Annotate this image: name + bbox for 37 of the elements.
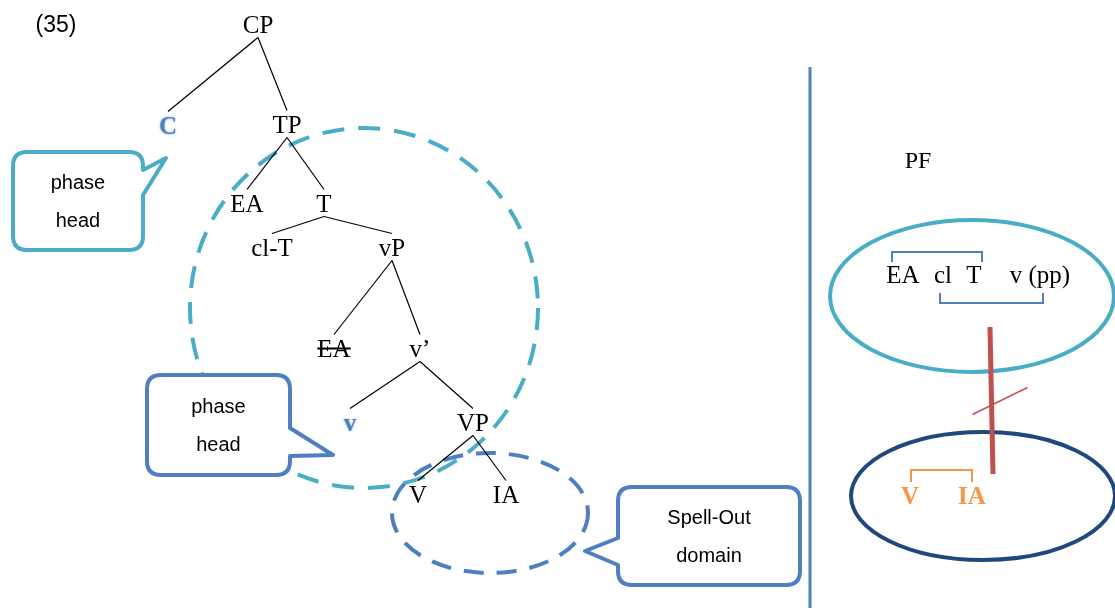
tree-branch: [323, 215, 393, 235]
example-number: (35): [35, 12, 77, 36]
tree-node-label: VP: [457, 409, 489, 435]
callout-text: phase head: [49, 170, 107, 233]
tree-node-label: EA: [230, 190, 264, 216]
tree-node-label: T: [316, 190, 332, 216]
callout-text: Spell-Out domain: [666, 505, 752, 568]
pf-element-label: V: [900, 482, 920, 508]
tree-node-label: vP: [378, 234, 406, 260]
tree-branch: [246, 136, 288, 191]
pf-element-label: v (pp): [1009, 261, 1071, 287]
tree-branch: [271, 215, 325, 235]
phase-head-label: v: [343, 409, 357, 435]
tree-node-label: CP: [242, 11, 274, 37]
tree-branch: [472, 434, 507, 482]
tree-branch: [333, 259, 393, 336]
tree-node-label: cl-T: [251, 234, 293, 260]
phase-head-label: C: [158, 112, 178, 138]
tree-node-label: V: [408, 481, 428, 507]
tree-branch: [419, 360, 474, 410]
callout-text: phase head: [190, 394, 247, 457]
blocked-link-line: [987, 326, 996, 475]
tree-branch: [257, 36, 288, 112]
tree-node-label: IA: [492, 481, 520, 507]
pf-element-label: cl: [934, 261, 952, 287]
pf-element-label: EA: [886, 261, 920, 287]
tree-branch: [417, 434, 474, 482]
pf-label: PF: [904, 148, 932, 172]
tree-branch: [391, 259, 421, 336]
pf-element-label: T: [966, 261, 982, 287]
deleted-copy-label: EA: [317, 335, 351, 361]
tree-branch: [286, 136, 325, 191]
pf-element-label: IA: [958, 482, 986, 508]
tree-branch: [349, 360, 421, 410]
tree-node-label: TP: [272, 111, 302, 137]
tree-node-label: v’: [409, 335, 431, 361]
tree-branch: [167, 36, 259, 113]
